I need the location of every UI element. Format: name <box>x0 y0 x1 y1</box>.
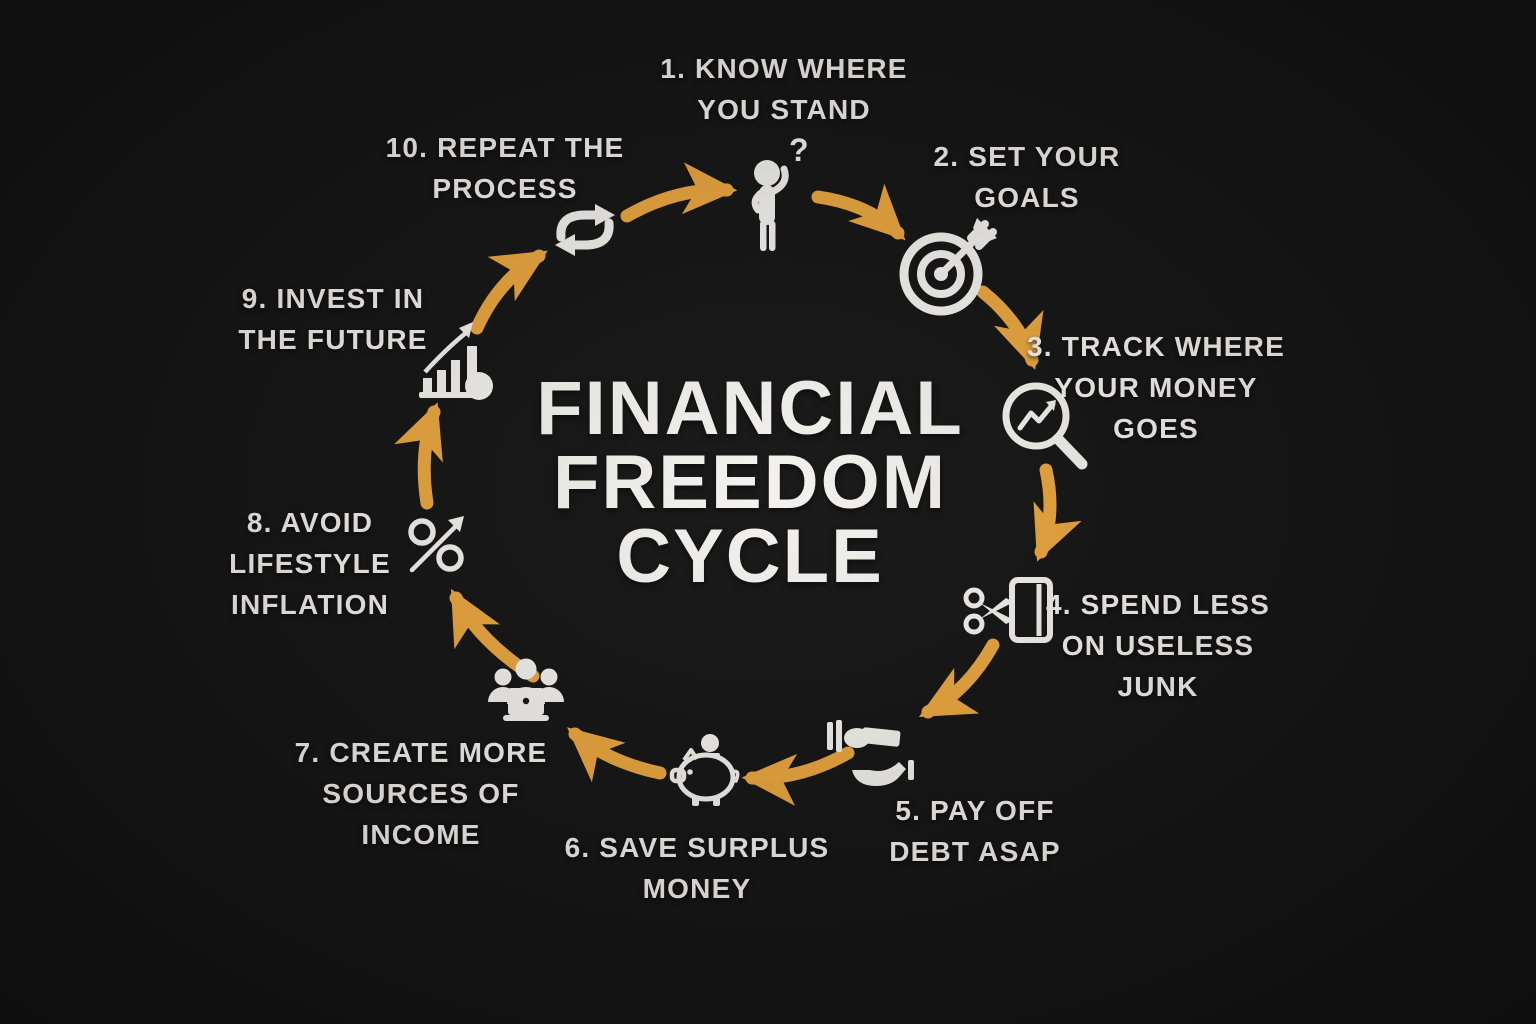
repeat-cycle-icon <box>555 204 615 256</box>
step-10-line-1: 10. REPEAT THE <box>385 132 625 163</box>
step-1-label: 1. KNOW WHERE YOU STAND <box>614 48 954 130</box>
scissors-card-icon <box>963 577 1053 643</box>
title-line-1: FINANCIAL <box>536 366 964 451</box>
step-8-line-2: LIFESTYLE <box>229 548 391 579</box>
arrow-6-7 <box>567 727 667 783</box>
title-line-2: FREEDOM <box>553 440 947 525</box>
arrow-3-4 <box>1033 463 1082 562</box>
step-2-line-1: 2. SET YOUR <box>933 141 1121 172</box>
step-4-label: 4. SPEND LESS ON USELESS JUNK <box>998 584 1318 707</box>
goal-target-icon <box>899 218 997 316</box>
page-title: FINANCIAL FREEDOM CYCLE <box>450 366 1050 599</box>
investment-chart-icon <box>419 322 493 400</box>
team-laptop-icon <box>488 658 564 721</box>
piggy-bank-icon <box>669 734 740 806</box>
step-8-label: 8. AVOID LIFESTYLE INFLATION <box>160 502 460 625</box>
step-5-line-2: DEBT ASAP <box>889 836 1061 867</box>
step-10-label: 10. REPEAT THE PROCESS <box>355 127 655 209</box>
step-4-line-2: ON USELESS <box>1061 630 1255 661</box>
step-6-label: 6. SAVE SURPLUS MONEY <box>537 827 857 909</box>
thinking-person-icon: ? <box>751 133 809 251</box>
step-1-line-1: 1. KNOW WHERE <box>660 53 908 84</box>
magnifier-chart-icon <box>1002 382 1088 470</box>
step-6-line-1: 6. SAVE SURPLUS <box>564 832 830 863</box>
step-2-line-2: GOALS <box>974 182 1080 213</box>
step-5-label: 5. PAY OFF DEBT ASAP <box>845 790 1105 872</box>
question-mark-glyph: ? <box>789 133 809 168</box>
step-9-line-1: 9. INVEST IN <box>241 283 425 314</box>
step-4-line-1: 4. SPEND LESS <box>1045 589 1271 620</box>
arrow-10-1 <box>620 162 738 223</box>
step-3-line-2: YOUR MONEY <box>1054 372 1258 403</box>
step-7-line-3: INCOME <box>361 819 481 850</box>
step-6-line-2: MONEY <box>642 873 752 904</box>
step-10-line-2: PROCESS <box>432 173 578 204</box>
step-7-line-2: SOURCES OF <box>322 778 520 809</box>
step-3-label: 3. TRACK WHERE YOUR MONEY GOES <box>996 326 1316 449</box>
percent-growth-icon <box>408 516 464 573</box>
arrow-2-3 <box>976 285 1044 370</box>
title-line-3: CYCLE <box>616 514 884 599</box>
step-5-line-1: 5. PAY OFF <box>895 795 1055 826</box>
step-7-line-1: 7. CREATE MORE <box>294 737 548 768</box>
hand-payment-icon <box>827 720 914 786</box>
arrow-9-10 <box>470 249 548 335</box>
arrow-4-5 <box>918 638 1000 719</box>
step-3-line-1: 3. TRACK WHERE <box>1027 331 1285 362</box>
step-8-line-3: INFLATION <box>230 589 390 620</box>
step-9-line-2: THE FUTURE <box>238 324 428 355</box>
arrow-8-9 <box>394 402 443 510</box>
step-9-label: 9. INVEST IN THE FUTURE <box>183 278 483 360</box>
step-2-label: 2. SET YOUR GOALS <box>877 136 1177 218</box>
step-7-label: 7. CREATE MORE SOURCES OF INCOME <box>261 732 581 855</box>
step-4-line-3: JUNK <box>1117 671 1199 702</box>
step-3-line-3: GOES <box>1113 413 1199 444</box>
arrow-1-2 <box>811 183 906 241</box>
step-8-line-1: 8. AVOID <box>246 507 374 538</box>
arrow-5-6 <box>741 746 855 806</box>
step-1-line-2: YOU STAND <box>697 94 871 125</box>
